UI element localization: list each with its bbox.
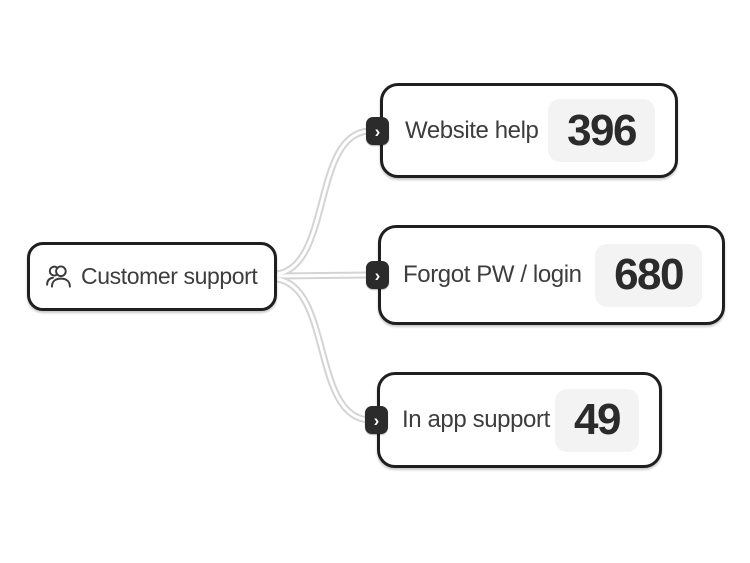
count-badge: 49 (555, 388, 639, 452)
node-website-help[interactable]: Website help 396 (380, 83, 678, 178)
node-customer-support[interactable]: Customer support (27, 242, 277, 311)
expand-toggle-button[interactable]: › (366, 261, 389, 289)
node-label: Customer support (81, 263, 258, 289)
chevron-right-icon: › (374, 121, 381, 141)
chevron-right-icon: › (374, 265, 381, 285)
node-label: Forgot PW / login (403, 261, 582, 288)
count-value: 396 (567, 105, 637, 155)
chevron-right-icon: › (373, 410, 380, 430)
node-forgot-pw-login[interactable]: Forgot PW / login 680 (378, 225, 725, 325)
users-icon (46, 265, 71, 288)
expand-toggle-button[interactable]: › (366, 117, 389, 145)
count-value: 49 (574, 395, 621, 444)
expand-toggle-button[interactable]: › (365, 406, 388, 434)
count-badge: 680 (595, 243, 702, 307)
node-label: In app support (402, 406, 550, 433)
node-in-app-support[interactable]: In app support 49 (377, 372, 662, 468)
count-badge: 396 (548, 99, 655, 162)
node-label: Website help (405, 116, 539, 144)
count-value: 680 (614, 250, 684, 299)
connector-core (275, 129, 371, 422)
